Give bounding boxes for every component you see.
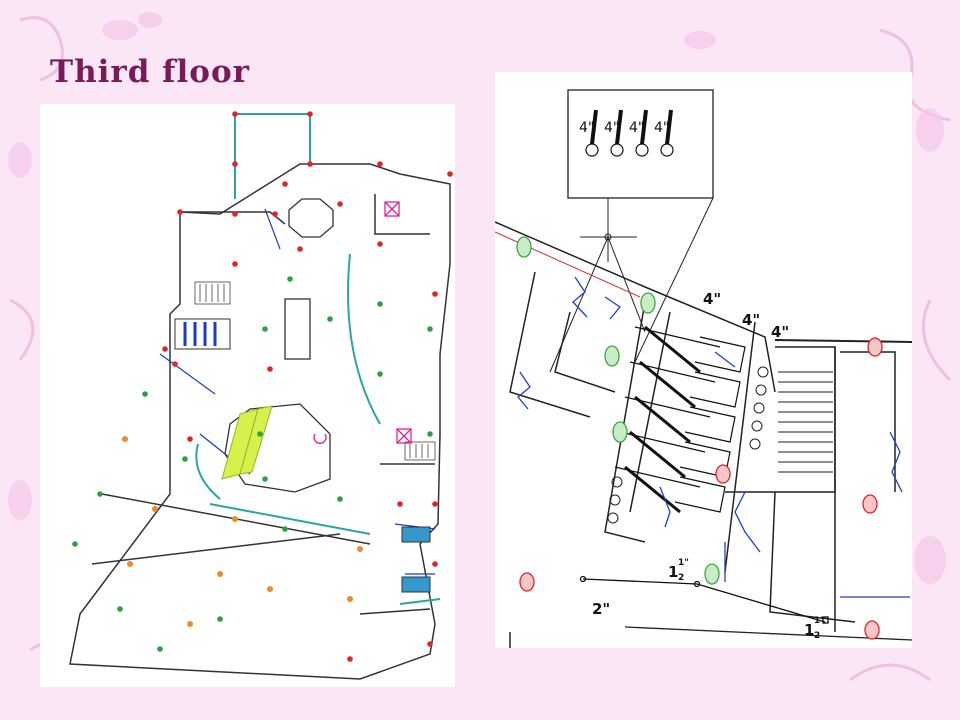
slide-title: Third floor: [50, 54, 250, 90]
toilet-stalls: [614, 325, 746, 514]
pipe-label-e: 1: [668, 563, 678, 581]
inset-label-3: 4": [629, 120, 644, 136]
pipe-label-f-den: 2: [814, 631, 820, 641]
detail-walls: [495, 221, 912, 648]
red-fixtures: [162, 111, 453, 662]
stairs: [194, 281, 436, 461]
partition-walls: [195, 113, 441, 605]
red-hatched-fixtures: [519, 337, 883, 640]
pipe-label-a: 4": [703, 290, 721, 308]
plumbing-lines: [159, 208, 436, 575]
pipe-label-d: 2": [592, 600, 610, 618]
pipe-label-e-frac: 1": [678, 558, 689, 568]
green-fixtures: [72, 276, 433, 652]
pipe-label-f-frac: 1": [814, 616, 825, 626]
octagon-atrium: [288, 198, 334, 238]
shaft-markers: [313, 201, 412, 444]
inset-label-4: 4": [654, 120, 669, 136]
orange-fixtures: [122, 436, 363, 627]
pipe-label-c: 4": [771, 323, 789, 341]
escalator: [221, 405, 273, 480]
inset-label-1: 4": [579, 120, 594, 136]
floor-plan-detail: 4" 4" 4" 4": [495, 72, 912, 648]
central-void: [284, 298, 311, 360]
pipe-label-f: 1: [804, 621, 814, 639]
pipe-runs: [579, 575, 829, 624]
pipe-label-e-den: 2: [678, 573, 684, 583]
floor-plan-overview: [40, 104, 455, 687]
green-hatched-fixtures: [516, 236, 720, 585]
inset-label-2: 4": [604, 120, 619, 136]
lower-atrium: [224, 403, 331, 493]
pipe-label-b: 4": [742, 311, 760, 329]
detail-blue-lines: [517, 276, 910, 598]
toilet-block: [174, 318, 431, 593]
floor-plan-overview-drawing: [69, 111, 453, 680]
floor-plan-detail-drawing: 4" 4" 4" 4": [495, 89, 912, 648]
detail-stairs: [778, 371, 833, 473]
fixture-column: [607, 366, 769, 524]
riser-detail-inset: 4" 4" 4" 4": [549, 89, 714, 373]
